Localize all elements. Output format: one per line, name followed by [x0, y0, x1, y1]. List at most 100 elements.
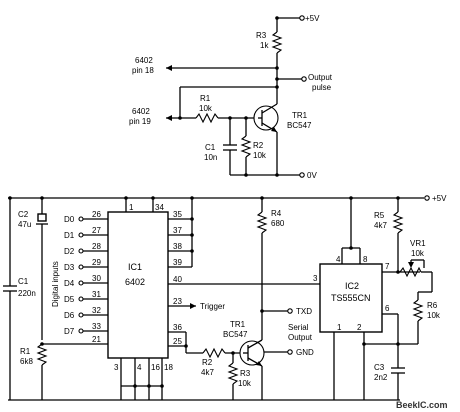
r1-top-name: R1: [200, 94, 211, 103]
ic2-pin-number: 2: [357, 323, 362, 332]
trigger-label: Trigger: [200, 302, 225, 311]
pin18-label-b: pin 18: [132, 66, 154, 75]
ic1-pin-number: 23: [173, 297, 182, 306]
serial-output-a: Serial: [288, 323, 309, 332]
ic1-pin-number: 3: [114, 363, 119, 372]
r1-resistor: [36, 343, 48, 366]
ic1-pin-number: 4: [137, 363, 142, 372]
output-pulse-b: pulse: [312, 83, 332, 92]
r5-resistor: [392, 211, 404, 234]
c1-value: 220n: [18, 289, 36, 298]
c2-name: C2: [18, 210, 29, 219]
c1-top-name: C1: [205, 143, 216, 152]
ic1-pin-number: 18: [164, 363, 173, 372]
ic1-pin-number: 30: [92, 274, 101, 283]
ic2-pin-number: 3: [313, 274, 318, 283]
r4-resistor: [256, 211, 268, 234]
r3-top-value: 1k: [260, 41, 269, 50]
r5-value: 4k7: [374, 221, 387, 230]
ic2-pin-number: 6: [385, 304, 390, 313]
ic1-pin-number: 37: [173, 226, 182, 235]
ic1-pin-number: 40: [173, 275, 182, 284]
data-input-label: D4: [64, 279, 75, 288]
tr1-name: TR1: [230, 320, 246, 329]
data-input-label: D6: [64, 311, 75, 320]
r1-value: 6k8: [20, 357, 33, 366]
pin19-label-a: 6402: [132, 107, 150, 116]
r2-value: 4k7: [201, 368, 214, 377]
gnd-label: GND: [296, 348, 314, 357]
data-input-label: D3: [64, 263, 75, 272]
ic1-pin-number: 33: [92, 322, 101, 331]
r6-resistor: [412, 299, 424, 322]
r5-name: R5: [374, 211, 385, 220]
r3-resistor: [271, 31, 283, 54]
ic1-pin-number: 32: [92, 306, 101, 315]
r4-name: R4: [271, 209, 282, 218]
ic1-type: 6402: [125, 277, 145, 287]
tr1-type: BC547: [223, 330, 248, 339]
tr1-transistor: [239, 340, 265, 366]
tr1-top-type: BC547: [287, 121, 312, 130]
r2-top-value: 10k: [253, 151, 267, 160]
data-input-label: D2: [64, 247, 75, 256]
c1-name: C1: [18, 277, 29, 286]
tr1-top-transistor: [253, 105, 279, 131]
vcc-mid-label: +5V: [432, 194, 447, 203]
r2-resistor: [202, 347, 226, 359]
data-input-label: D1: [64, 231, 75, 240]
ic1-pin-number: 39: [173, 258, 182, 267]
data-input-lines: [78, 216, 108, 334]
digital-inputs-label: Digital inputs: [51, 261, 60, 307]
ic1-pin-number: 16: [151, 363, 160, 372]
vr1-name: VR1: [410, 239, 426, 248]
ic2-chip: [319, 263, 383, 333]
c3-name: C3: [374, 363, 385, 372]
c2-value: 47u: [18, 220, 31, 229]
ic1-pin-number: 21: [92, 335, 101, 344]
r1-top-resistor: [195, 112, 219, 124]
r2-name: R2: [202, 358, 213, 367]
ic2-type: TS555CN: [331, 293, 371, 303]
tr1-top-name: TR1: [292, 111, 308, 120]
r3-value: 10k: [238, 379, 252, 388]
watermark: BeeklC.com: [396, 400, 448, 410]
c2-capacitor: [37, 213, 47, 222]
ic1-pin-number: 35: [173, 210, 182, 219]
ic1-pin-number: 38: [173, 242, 182, 251]
ic1-name: IC1: [128, 262, 142, 272]
ic1-pin-number: 25: [173, 337, 182, 346]
serial-output-b: Output: [288, 333, 313, 342]
txd-label: TXD: [296, 307, 312, 316]
ic1-pin-number: 27: [92, 226, 101, 235]
vr1-value: 10k: [411, 249, 425, 258]
r2-top-resistor: [240, 135, 252, 158]
r6-value: 10k: [427, 311, 441, 320]
ic1-pin-number: 31: [92, 290, 101, 299]
ic1-pin-number: 36: [173, 323, 182, 332]
r3-resistor: [227, 362, 239, 385]
ic1-pin-number: 34: [155, 203, 164, 212]
ic1-pin-number: 29: [92, 258, 101, 267]
c1-top-value: 10n: [204, 153, 217, 162]
r2-top-name: R2: [253, 141, 264, 150]
output-pulse-a: Output: [308, 73, 333, 82]
ic1-pin-number: 1: [129, 203, 134, 212]
pin19-label-b: pin 19: [129, 117, 151, 126]
bottom-uart-circuit: [3, 195, 433, 401]
ic1-chip: [107, 211, 169, 359]
vcc-top-label: +5V: [305, 14, 320, 23]
r6-name: R6: [427, 301, 438, 310]
r3-name: R3: [240, 369, 251, 378]
r1-name: R1: [20, 347, 31, 356]
pin18-label-a: 6402: [135, 56, 153, 65]
data-input-label: D5: [64, 295, 75, 304]
ic2-pin-number: 1: [337, 323, 342, 332]
data-input-label: D0: [64, 215, 75, 224]
ic1-pin-number: 28: [92, 242, 101, 251]
data-input-label: D7: [64, 327, 75, 336]
r1-top-value: 10k: [199, 104, 213, 113]
ic1-pin-number: 26: [92, 210, 101, 219]
